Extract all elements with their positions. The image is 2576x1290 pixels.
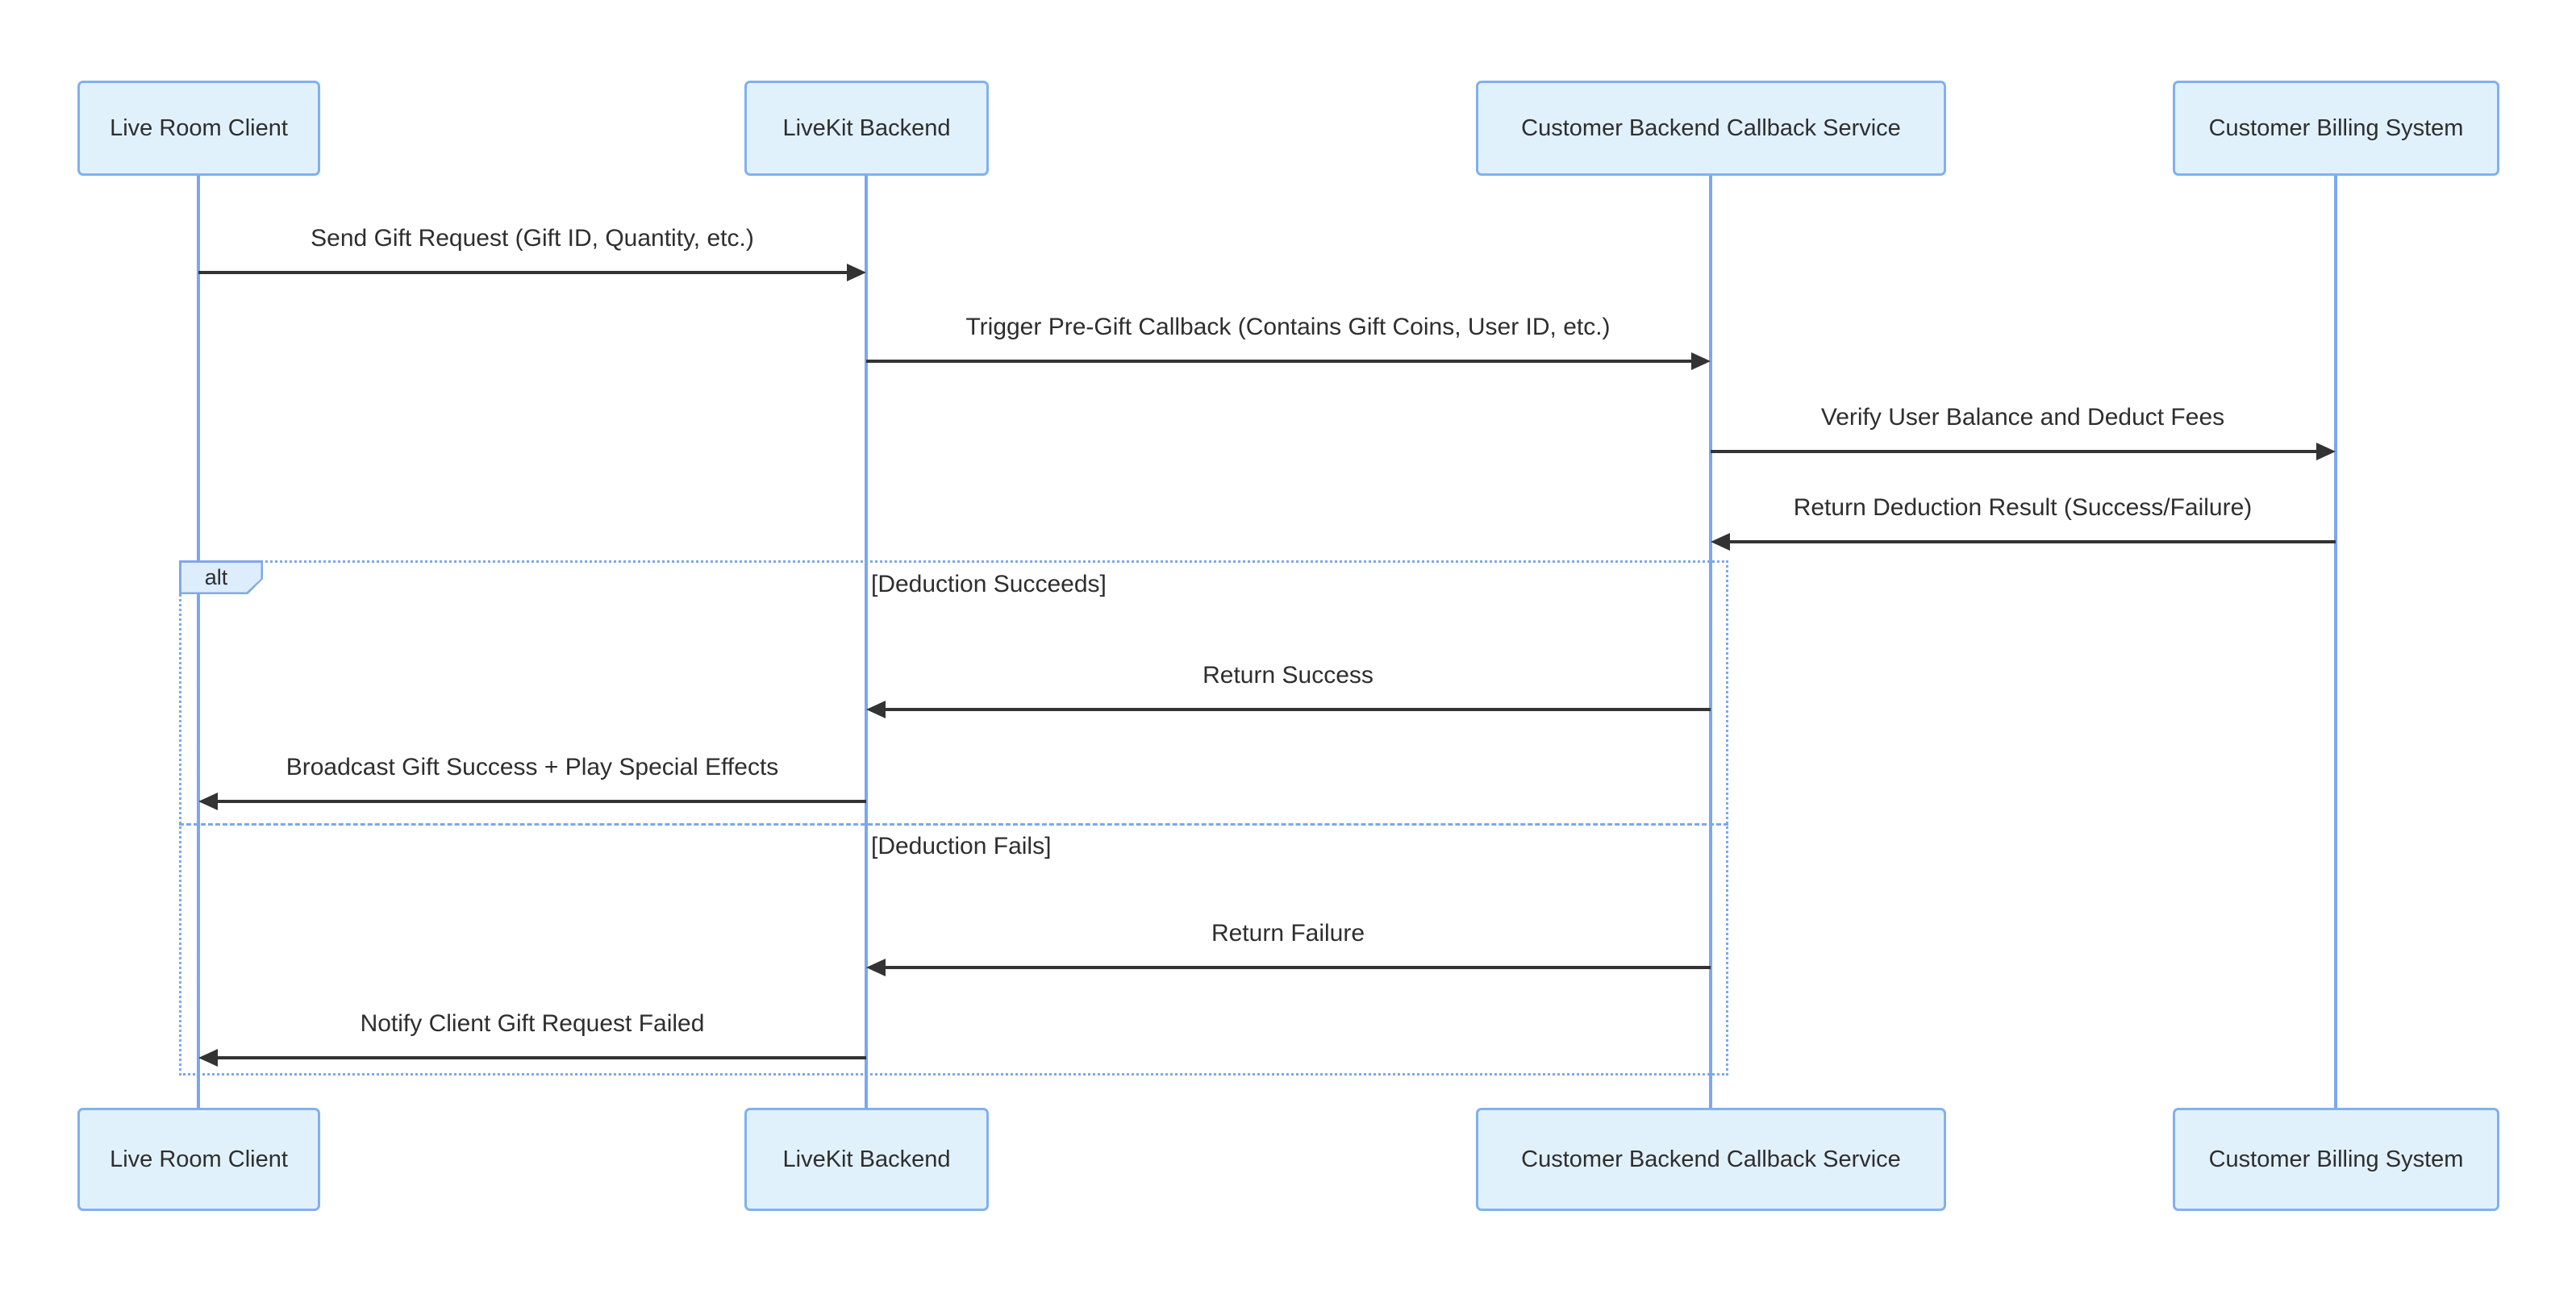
message-label: Return Deduction Result (Success/Failure… <box>1793 494 2253 521</box>
arrowhead-left-icon <box>1711 533 1730 551</box>
actor-label: Customer Billing System <box>2208 114 2464 141</box>
actor-bottom-customer-billing-system: Customer Billing System <box>2173 1108 2499 1211</box>
message-line <box>218 1056 866 1059</box>
message-line <box>866 360 1691 363</box>
alt-operator-text: alt <box>204 564 228 589</box>
arrowhead-right-icon <box>2316 443 2336 460</box>
actor-label: Customer Backend Callback Service <box>1521 1146 1901 1172</box>
actor-bottom-livekit-backend: LiveKit Backend <box>744 1108 989 1211</box>
actor-top-livekit-backend: LiveKit Backend <box>744 81 989 176</box>
message-label: Broadcast Gift Success + Play Special Ef… <box>286 754 779 780</box>
message-label: Verify User Balance and Deduct Fees <box>1820 404 2225 431</box>
actor-bottom-live-room-client: Live Room Client <box>77 1108 320 1211</box>
message-label: Notify Client Gift Request Failed <box>360 1010 705 1037</box>
actor-label: LiveKit Backend <box>782 114 951 141</box>
message-label: Trigger Pre-Gift Callback (Contains Gift… <box>965 314 1611 340</box>
arrowhead-right-icon <box>1691 352 1711 370</box>
lifeline-livekit-backend <box>865 176 868 1108</box>
message-line <box>218 800 866 803</box>
actor-top-customer-billing-system: Customer Billing System <box>2173 81 2499 176</box>
alt-guard-deduction-succeeds: [Deduction Succeeds] <box>871 571 1107 597</box>
alt-operator-label: alt <box>179 560 263 594</box>
message-label: Send Gift Request (Gift ID, Quantity, et… <box>311 225 754 252</box>
message-label: Return Failure <box>1211 920 1365 947</box>
actor-label: Customer Backend Callback Service <box>1521 114 1901 141</box>
actor-bottom-customer-backend-callback-service: Customer Backend Callback Service <box>1476 1108 1946 1211</box>
alt-guard-deduction-fails: [Deduction Fails] <box>871 833 1052 859</box>
lifeline-customer-billing-system <box>2334 176 2337 1108</box>
alt-branch-divider <box>179 823 1728 826</box>
lifeline-customer-backend-callback-service <box>1709 176 1712 1108</box>
message-line <box>886 966 1711 969</box>
message-line <box>1711 450 2316 453</box>
arrowhead-left-icon <box>866 701 886 718</box>
actor-label: Live Room Client <box>110 114 288 141</box>
arrowhead-left-icon <box>198 1049 218 1067</box>
message-label: Return Success <box>1203 662 1373 689</box>
actor-top-live-room-client: Live Room Client <box>77 81 320 176</box>
actor-label: LiveKit Backend <box>782 1146 951 1172</box>
arrowhead-left-icon <box>198 793 218 810</box>
actor-top-customer-backend-callback-service: Customer Backend Callback Service <box>1476 81 1946 176</box>
actor-label: Live Room Client <box>110 1146 288 1172</box>
arrowhead-right-icon <box>847 264 866 281</box>
arrowhead-left-icon <box>866 959 886 976</box>
message-line <box>198 271 848 274</box>
message-line <box>1730 540 2336 543</box>
lifeline-live-room-client <box>197 176 200 1108</box>
alt-fragment-frame <box>179 560 1728 1076</box>
message-line <box>886 708 1711 711</box>
actor-label: Customer Billing System <box>2208 1146 2464 1172</box>
